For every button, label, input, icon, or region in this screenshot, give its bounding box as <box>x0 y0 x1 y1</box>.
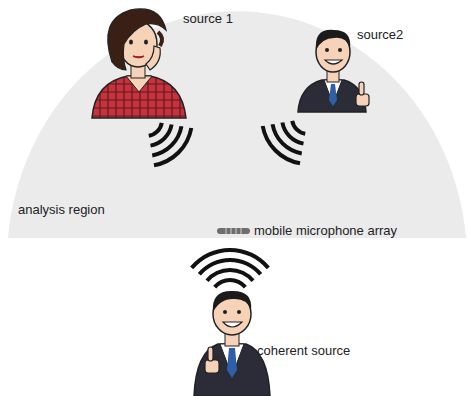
region-shape <box>8 11 466 238</box>
sound-waves <box>148 120 305 288</box>
source-label: coherent source <box>257 344 350 358</box>
woman-figure <box>92 9 186 118</box>
region-label: analysis region <box>18 203 105 217</box>
device-label: mobile microphone array <box>254 224 397 238</box>
wave-arc <box>198 258 262 276</box>
wave-arc <box>213 278 247 288</box>
wave-arc <box>261 126 301 166</box>
source-label: source2 <box>357 28 403 42</box>
wave-arc <box>205 268 254 282</box>
man-figure <box>298 30 369 112</box>
wave-arc <box>154 128 194 168</box>
wave-arc <box>148 122 163 137</box>
source-label: source 1 <box>183 12 233 26</box>
microphone-array <box>217 228 250 234</box>
wave-arc <box>190 248 270 269</box>
wave-arc <box>290 120 305 135</box>
